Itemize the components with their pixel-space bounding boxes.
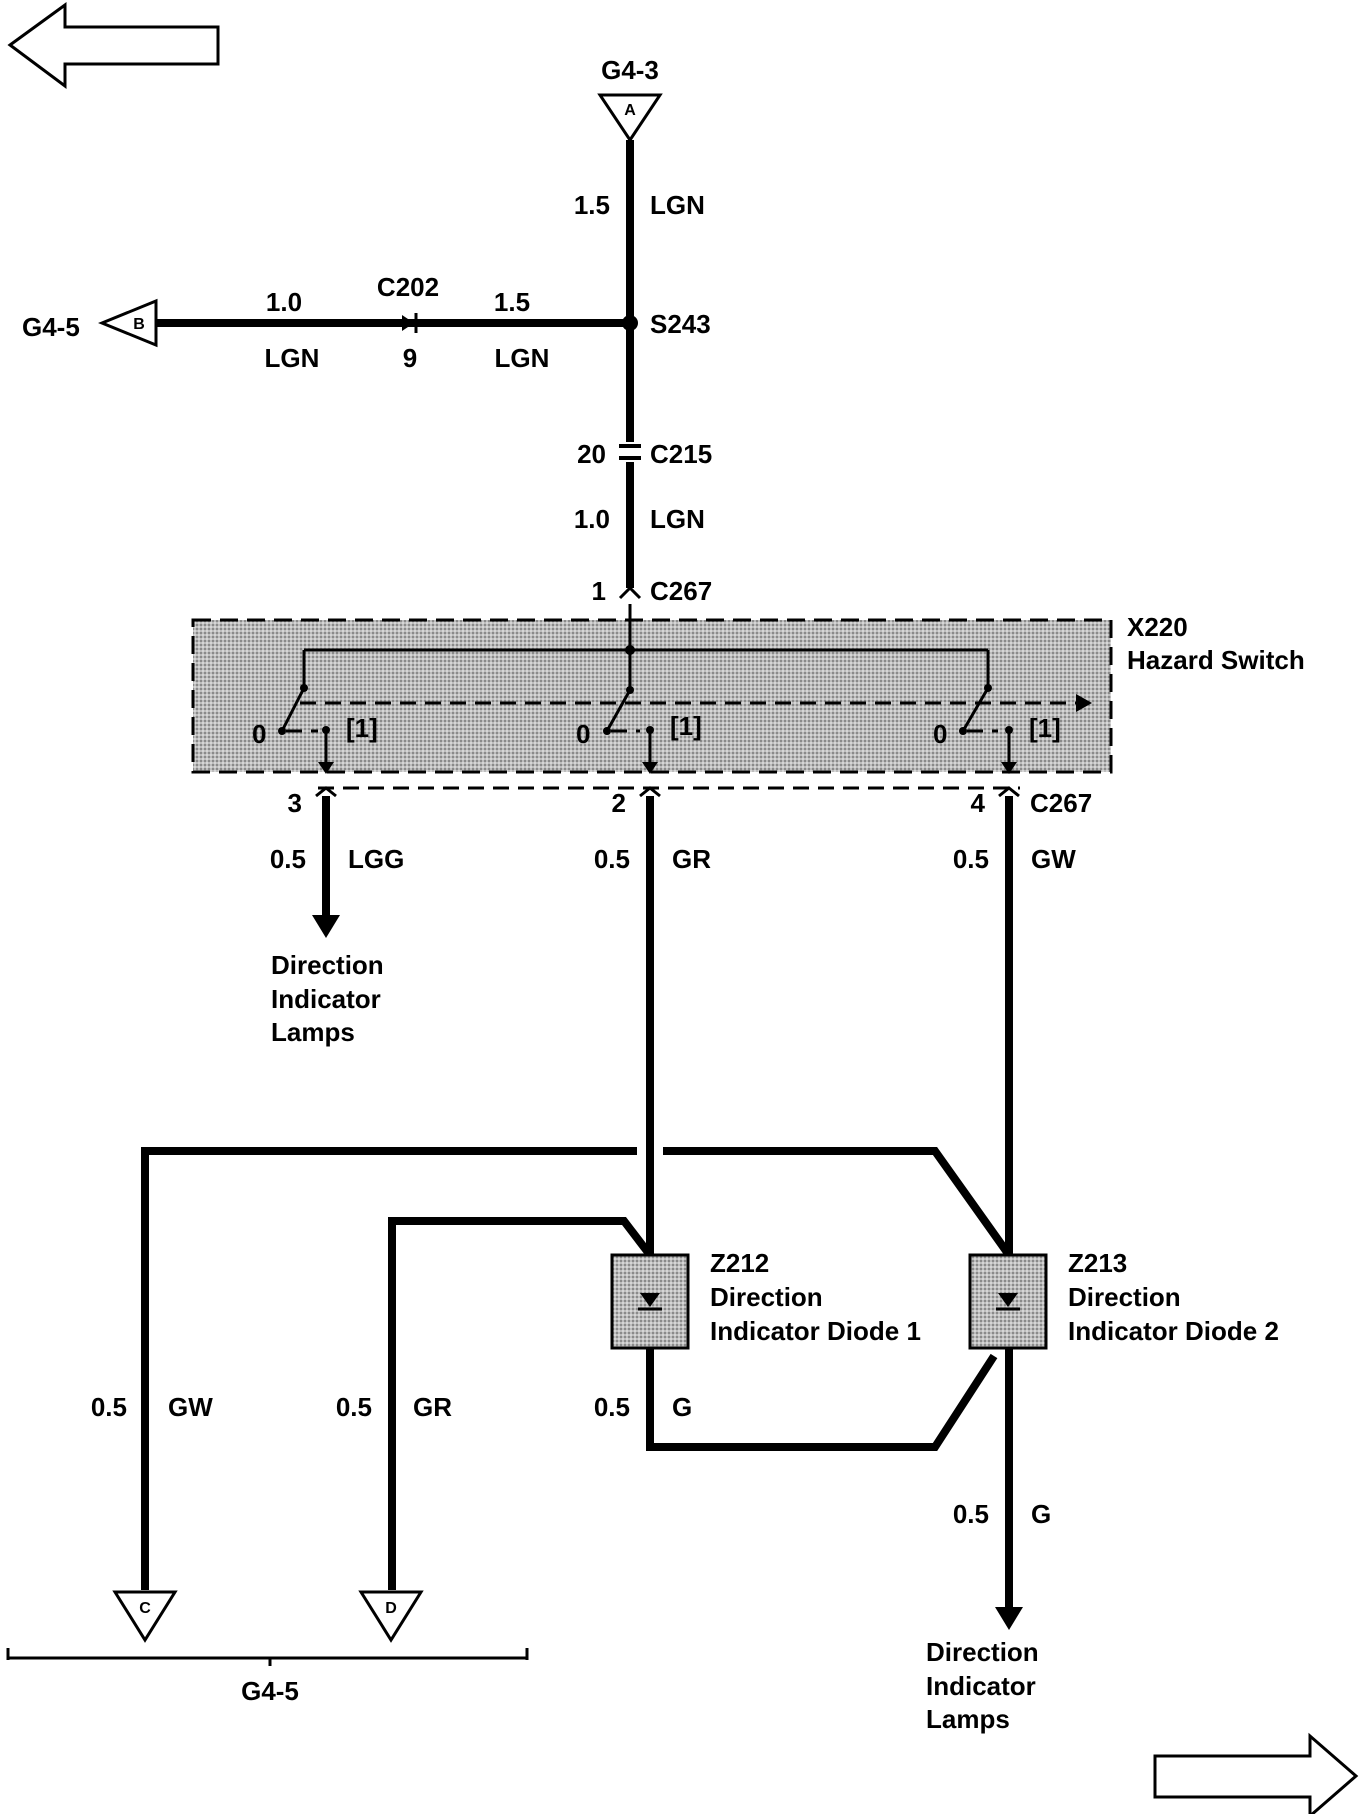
diode1-line1: Direction [710, 1282, 823, 1312]
gr-color: GR [413, 1392, 452, 1422]
side-left-color: LGN [265, 343, 320, 373]
diode2-id: Z213 [1068, 1248, 1127, 1278]
lamps-left-line2: Indicator [271, 984, 381, 1014]
side-right-color: LGN [495, 343, 550, 373]
bottom-group-bracket [6, 1648, 529, 1666]
arrow-down-icon [312, 915, 340, 938]
side-left-gauge: 1.0 [266, 287, 302, 317]
c215-pin: 20 [577, 439, 606, 469]
connector-d-triangle [358, 1590, 424, 1643]
connector-c267-top-symbol [618, 585, 642, 600]
diode-z213-icon [996, 1293, 1020, 1311]
output-mid-gauge: 0.5 [594, 844, 630, 874]
g-out-color: G [1031, 1499, 1051, 1529]
top-wire-color: LGN [650, 190, 705, 220]
hazard-switch-id: X220 [1127, 612, 1188, 642]
connector-c-letter: C [139, 1600, 151, 1617]
c267-top-pin: 1 [592, 576, 606, 606]
arrow-left-outline-icon[interactable] [7, 2, 220, 89]
g-out-gauge: 0.5 [953, 1499, 989, 1529]
c267-bottom-pin-mid: 2 [612, 788, 626, 818]
connector-g45-side-ref: G4-5 [22, 312, 80, 342]
output-right-gauge: 0.5 [953, 844, 989, 874]
lamps-left-line1: Direction [271, 950, 384, 980]
arrow-down-icon [995, 1607, 1023, 1630]
c215-label: C215 [650, 439, 712, 469]
connector-c202-symbol [402, 313, 418, 333]
c267-bottom-pin-left: 3 [288, 788, 302, 818]
c267-bottom-pin-right: 4 [971, 788, 986, 818]
c202-label: C202 [377, 272, 439, 302]
diode2-line2: Indicator Diode 2 [1068, 1316, 1279, 1346]
c267-top-label: C267 [650, 576, 712, 606]
wire-output-mid [646, 796, 998, 1451]
wire-gw-loop-right [663, 1147, 1013, 1258]
diode1-id: Z212 [710, 1248, 769, 1278]
g-diode-gauge: 0.5 [594, 1392, 630, 1422]
switch3-pos0: 0 [933, 719, 947, 749]
g-diode-color: G [672, 1392, 692, 1422]
connector-d-letter: D [385, 1600, 397, 1617]
gw-gauge: 0.5 [91, 1392, 127, 1422]
hazard-switch-name: Hazard Switch [1127, 645, 1305, 675]
connector-a-triangle [597, 93, 663, 143]
connector-a-letter: A [624, 102, 636, 119]
hazard-switch-box [191, 618, 1113, 774]
connector-g43-ref: G4-3 [601, 55, 659, 85]
connector-c215-symbol [619, 444, 641, 460]
arrow-right-outline-icon[interactable] [1153, 1732, 1359, 1814]
connector-b-triangle [98, 298, 158, 348]
hazard-switch-internals [278, 604, 1092, 774]
output-mid-color: GR [672, 844, 711, 874]
switch2-pos1: [1] [670, 711, 702, 741]
switch2-pos0: 0 [576, 719, 590, 749]
side-right-gauge: 1.5 [494, 287, 530, 317]
lamps-right-line3: Lamps [926, 1704, 1010, 1734]
splice-label: S243 [650, 309, 711, 339]
bottom-group-ref: G4-5 [241, 1676, 299, 1706]
output-left-gauge: 0.5 [270, 844, 306, 874]
output-right-color: GW [1031, 844, 1076, 874]
c202-pin: 9 [403, 343, 417, 373]
top-wire-gauge: 1.5 [574, 190, 610, 220]
lamps-right-line2: Indicator [926, 1671, 1036, 1701]
lamps-right-line1: Direction [926, 1637, 1039, 1667]
switch1-pos1: [1] [346, 713, 378, 743]
switch1-pos0: 0 [252, 719, 266, 749]
wire-gw-loop-left [141, 1147, 637, 1590]
switch3-pos1: [1] [1029, 713, 1061, 743]
connector-b-letter: B [133, 316, 145, 333]
connector-c-triangle [112, 1590, 178, 1643]
wire-gr-loop [388, 1217, 654, 1590]
lamps-left-line3: Lamps [271, 1017, 355, 1047]
mid-wire-color: LGN [650, 504, 705, 534]
gr-gauge: 0.5 [336, 1392, 372, 1422]
diode2-line1: Direction [1068, 1282, 1181, 1312]
gw-color: GW [168, 1392, 213, 1422]
mid-wire-gauge: 1.0 [574, 504, 610, 534]
output-left-color: LGG [348, 844, 404, 874]
connector-c267-bottom-symbols [315, 786, 1020, 798]
c267-bottom-label: C267 [1030, 788, 1092, 818]
diode-z212-icon [638, 1293, 662, 1311]
diode-z212 [610, 1253, 690, 1350]
diode1-line2: Indicator Diode 1 [710, 1316, 921, 1346]
